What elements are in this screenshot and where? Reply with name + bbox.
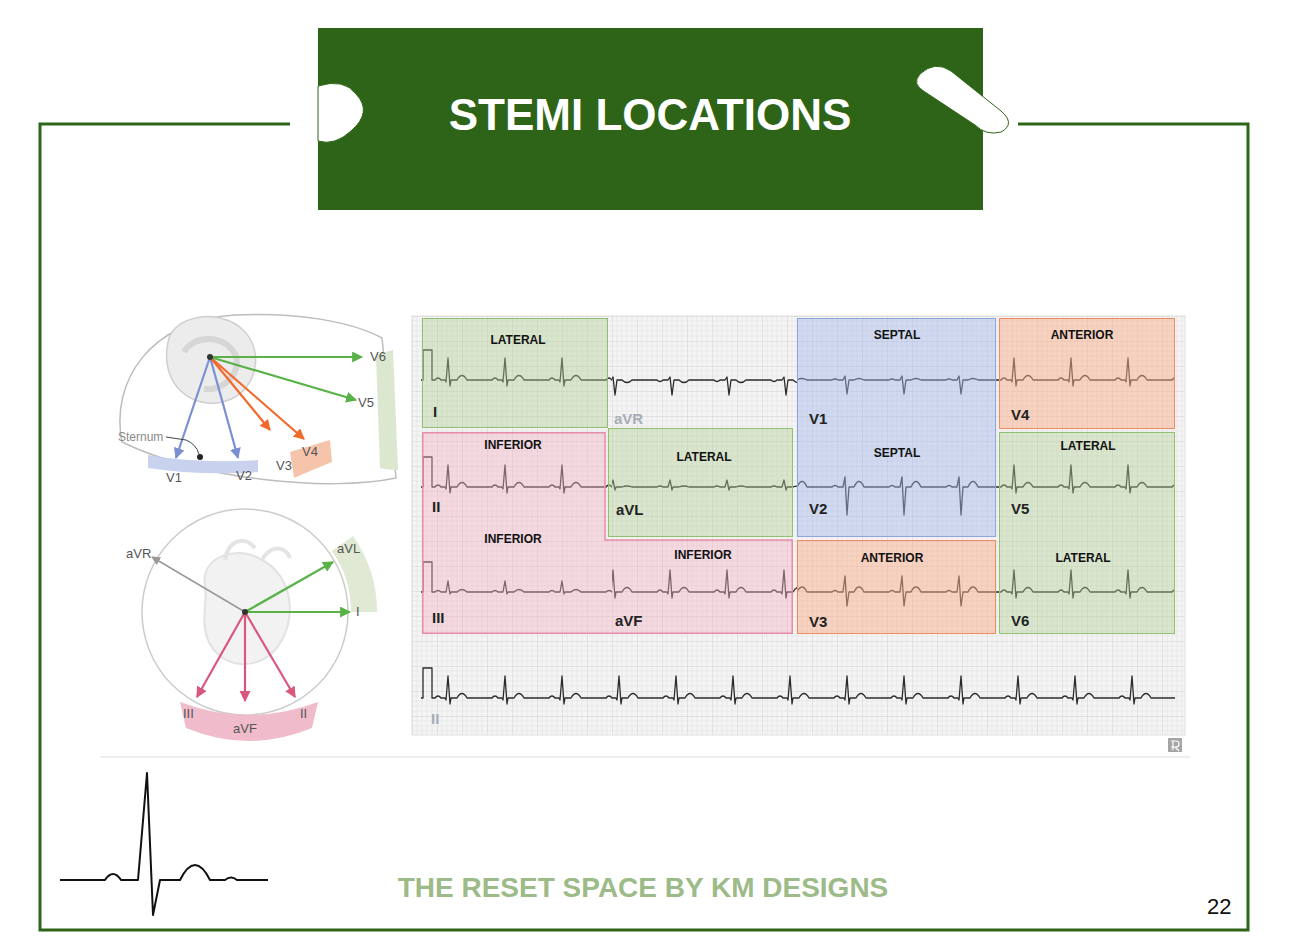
ecg-logo (60, 773, 268, 915)
region-label: INFERIOR (674, 549, 731, 561)
lead-name: aVL (616, 502, 644, 517)
lead-name: II (432, 499, 440, 514)
lateral-region: LATERAL aVL (608, 428, 793, 537)
lead-name: I (433, 404, 437, 419)
region-label: SEPTAL (874, 329, 920, 341)
lead-name: V5 (1011, 501, 1029, 516)
lead-name: V4 (1011, 407, 1029, 422)
separator-line (100, 757, 1190, 758)
lateral-region: LATERAL I (422, 318, 608, 428)
lead-label: aVR (126, 547, 151, 560)
lead-name: aVR (614, 411, 643, 426)
lead-label: III (183, 707, 194, 720)
lead-name: II (431, 711, 439, 726)
lead-name: V1 (809, 411, 827, 426)
lead-label: V2 (236, 469, 252, 482)
limb-lead-diagram (142, 509, 377, 715)
lead-name: V2 (809, 501, 827, 516)
lead-label: aVL (337, 542, 360, 555)
lead-name: III (432, 610, 445, 625)
region-label: LATERAL (1060, 440, 1115, 452)
lateral-region: LATERALV5LATERALV6 (999, 432, 1175, 634)
ecg-tracing (412, 316, 1290, 752)
limb-lead-band: aVF (178, 698, 320, 748)
septal-region: SEPTALV1SEPTALV2 (797, 318, 996, 537)
lead-name: aVF (615, 613, 643, 628)
footer-brand: THE RESET SPACE BY KM DESIGNS (398, 874, 889, 902)
lead-label: V5 (358, 396, 374, 409)
lead-name: V4 (302, 445, 318, 458)
anatomy-label: Sternum (118, 431, 163, 443)
region-label: SEPTAL (874, 447, 920, 459)
lead-label: II (300, 707, 307, 720)
title-banner (318, 28, 1009, 210)
lead-name: V3 (809, 614, 827, 629)
lead-name: V6 (1011, 613, 1029, 628)
anterior-region: ANTERIOR V3 (797, 540, 996, 634)
region-label: LATERAL (1055, 552, 1110, 564)
region-label: LATERAL (490, 334, 545, 346)
region-label: INFERIOR (484, 439, 541, 451)
slide-frame (40, 124, 1248, 930)
region-label: INFERIOR (484, 533, 541, 545)
lead-name: aVF (233, 722, 257, 735)
region-label: LATERAL (676, 451, 731, 463)
page-number: 22 (1207, 896, 1231, 918)
anterior-region: ANTERIOR V4 (999, 318, 1175, 429)
chest-lead-band: V4 (288, 438, 334, 482)
lead-label: V6 (370, 350, 386, 363)
region-label: ANTERIOR (1051, 329, 1114, 341)
lead-label: I (356, 605, 360, 618)
lead-label: V1 (166, 471, 182, 484)
region-label: ANTERIOR (861, 552, 924, 564)
chest-lead-diagram (120, 314, 398, 483)
lead-label: V3 (276, 459, 292, 472)
slide-title: STEMI LOCATIONS (449, 93, 852, 137)
